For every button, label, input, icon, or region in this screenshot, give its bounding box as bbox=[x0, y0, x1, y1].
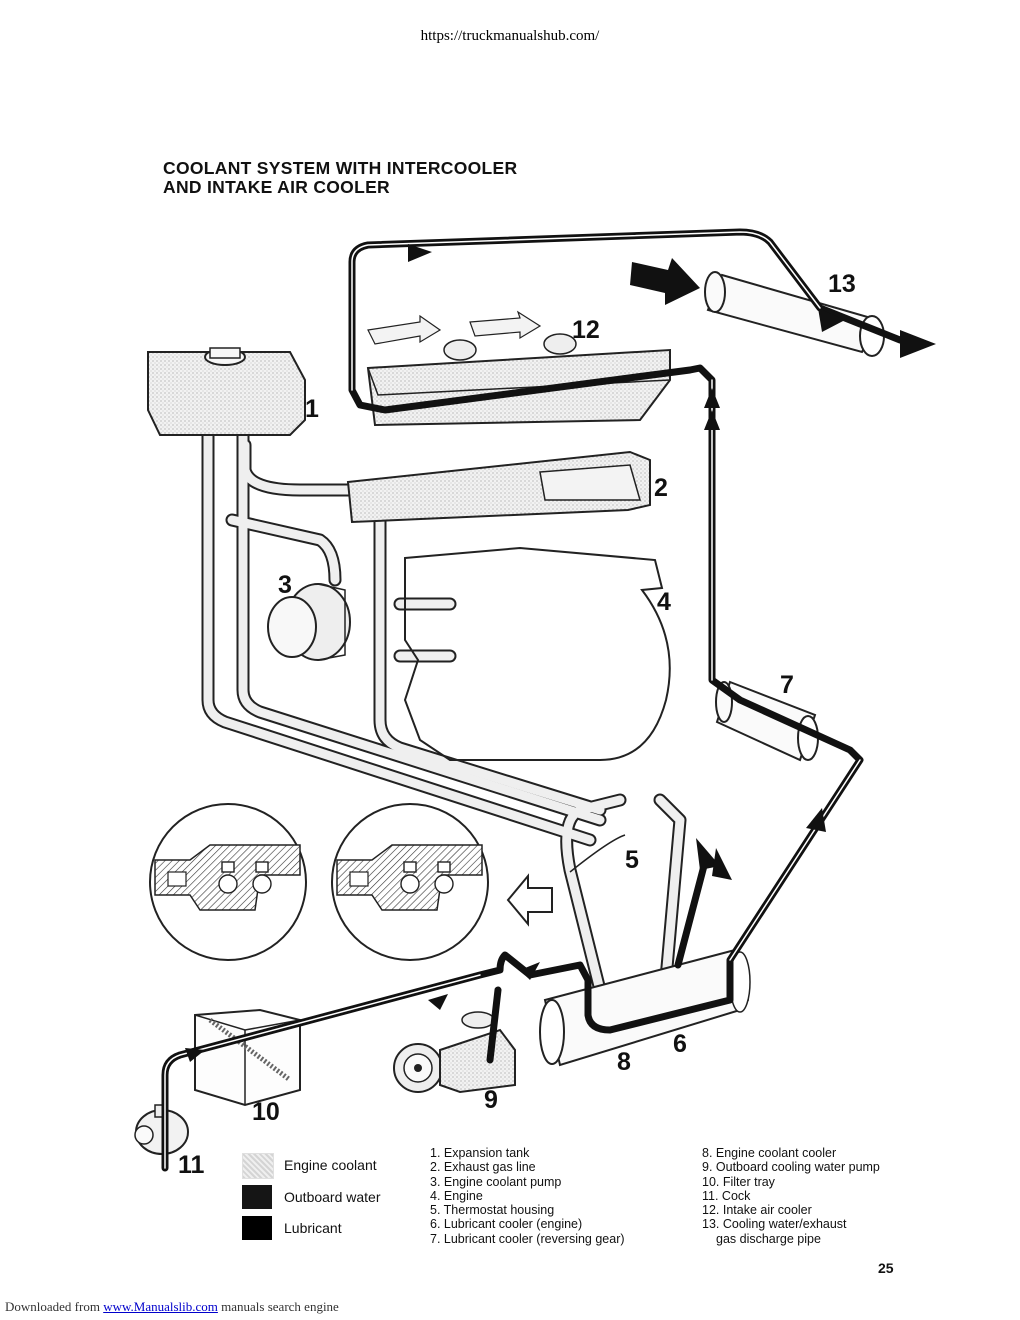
legend-outboard-water: Outboard water bbox=[242, 1185, 462, 1211]
thermostat-callout-line bbox=[569, 834, 626, 873]
part-item: 13. Cooling water/exhaust bbox=[702, 1217, 847, 1232]
callout-11: 11 bbox=[178, 1151, 205, 1179]
thermostat-detail-left bbox=[149, 803, 307, 961]
part-item: gas discharge pipe bbox=[716, 1231, 821, 1246]
legend-swatch-lubricant bbox=[242, 1216, 272, 1240]
callout-numbers: 1 2 3 4 5 6 7 8 9 10 11 12 13 bbox=[178, 270, 856, 1179]
thermostat-pointer-arrow bbox=[506, 873, 553, 927]
callout-3: 3 bbox=[278, 571, 292, 599]
part-item: 10. Filter tray bbox=[702, 1174, 775, 1189]
discharge-pipe bbox=[630, 258, 885, 357]
footer-suffix: manuals search engine bbox=[217, 1299, 339, 1314]
legend-label: Engine coolant bbox=[284, 1157, 377, 1173]
part-item: 6. Lubricant cooler (engine) bbox=[430, 1217, 583, 1232]
callout-2: 2 bbox=[654, 474, 668, 502]
part-item: 2. Exhaust gas line bbox=[430, 1160, 536, 1175]
engine bbox=[403, 546, 671, 761]
legend-label: Outboard water bbox=[284, 1189, 381, 1205]
legend-engine-coolant: Engine coolant bbox=[242, 1153, 462, 1179]
legend-label: Lubricant bbox=[284, 1220, 342, 1236]
header-url[interactable]: https://truckmanualshub.com/ bbox=[420, 28, 600, 44]
thermostat-detail-right bbox=[331, 803, 489, 961]
callout-10: 10 bbox=[252, 1098, 280, 1126]
callout-4: 4 bbox=[657, 588, 671, 616]
expansion-tank bbox=[147, 347, 306, 436]
part-item: 3. Engine coolant pump bbox=[430, 1174, 562, 1189]
callout-8: 8 bbox=[617, 1048, 631, 1076]
callout-13: 13 bbox=[828, 270, 856, 298]
legend-swatch-outboard bbox=[242, 1185, 272, 1209]
legend-swatch-coolant bbox=[242, 1153, 274, 1179]
footer: Downloaded from www.Manualslib.com manua… bbox=[5, 1299, 339, 1315]
part-item: 7. Lubricant cooler (reversing gear) bbox=[430, 1231, 625, 1246]
callout-1: 1 bbox=[305, 395, 319, 423]
engine-coolant-pump bbox=[267, 583, 351, 661]
page-number: 25 bbox=[878, 1260, 894, 1276]
exhaust-gas-line bbox=[346, 450, 651, 524]
diagram-title: COOLANT SYSTEM WITH INTERCOOLER AND INTA… bbox=[163, 159, 517, 197]
callout-12: 12 bbox=[572, 316, 600, 344]
coolant-pipes bbox=[201, 403, 687, 997]
title-line-2: AND INTAKE AIR COOLER bbox=[163, 177, 390, 197]
parts-list-right: 8. Engine coolant cooler 9. Outboard coo… bbox=[702, 1146, 880, 1246]
footer-prefix: Downloaded from bbox=[5, 1299, 104, 1314]
filter-tray bbox=[194, 1008, 301, 1107]
part-item: 5. Thermostat housing bbox=[430, 1203, 555, 1218]
part-item: 11. Cock bbox=[702, 1188, 751, 1203]
title-line-1: COOLANT SYSTEM WITH INTERCOOLER bbox=[163, 158, 518, 178]
parts-list-left: 1. Expansion tank 2. Exhaust gas line 3.… bbox=[430, 1146, 625, 1246]
manualslib-link[interactable]: www.Manualslib.com bbox=[103, 1299, 218, 1314]
part-item: 12. Intake air cooler bbox=[702, 1203, 812, 1218]
flow-arrows bbox=[185, 244, 936, 1062]
legend-lubricant: Lubricant bbox=[242, 1216, 462, 1242]
part-item: 1. Expansion tank bbox=[430, 1146, 530, 1160]
part-item: 8. Engine coolant cooler bbox=[702, 1146, 837, 1160]
callout-5: 5 bbox=[625, 846, 639, 874]
part-item: 9. Outboard cooling water pump bbox=[702, 1160, 880, 1175]
callout-9: 9 bbox=[484, 1086, 498, 1114]
callout-6: 6 bbox=[673, 1030, 687, 1058]
outboard-water-pipes bbox=[161, 228, 904, 1172]
outboard-water-pump bbox=[393, 1011, 516, 1094]
part-item: 4. Engine bbox=[430, 1188, 483, 1203]
callout-7: 7 bbox=[780, 671, 794, 699]
intake-air-cooler bbox=[366, 310, 671, 427]
